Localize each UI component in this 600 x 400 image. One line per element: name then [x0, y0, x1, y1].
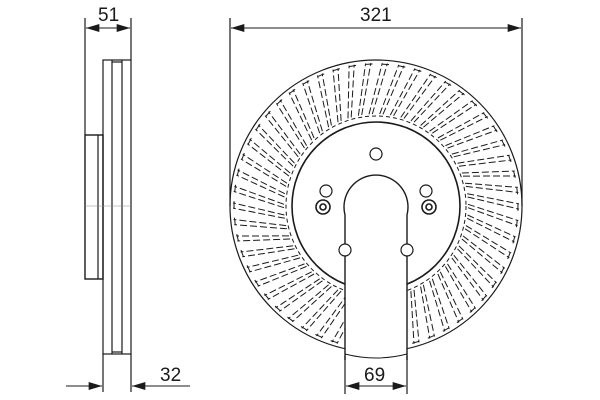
dimension-label-51: 51 [98, 5, 120, 26]
hole-left-outer [315, 199, 331, 215]
hole-right-outer [421, 199, 437, 215]
dimension-label-69: 69 [364, 365, 386, 386]
side-disc-outer [102, 59, 132, 355]
front-view [229, 18, 523, 394]
hole-top [369, 147, 383, 161]
hole-upper-left [319, 184, 333, 198]
side-hub [84, 134, 104, 280]
hole-lower-right [400, 243, 414, 257]
vent-pattern [232, 62, 520, 350]
center-bore [343, 174, 409, 360]
hole-upper-right [419, 184, 433, 198]
dimension-label-32: 32 [160, 365, 182, 386]
hole-right-inner [425, 203, 433, 211]
hole-left-inner [319, 203, 327, 211]
hole-lower-left [338, 243, 352, 257]
side-view [66, 18, 190, 392]
dimension-label-321: 321 [360, 5, 392, 26]
